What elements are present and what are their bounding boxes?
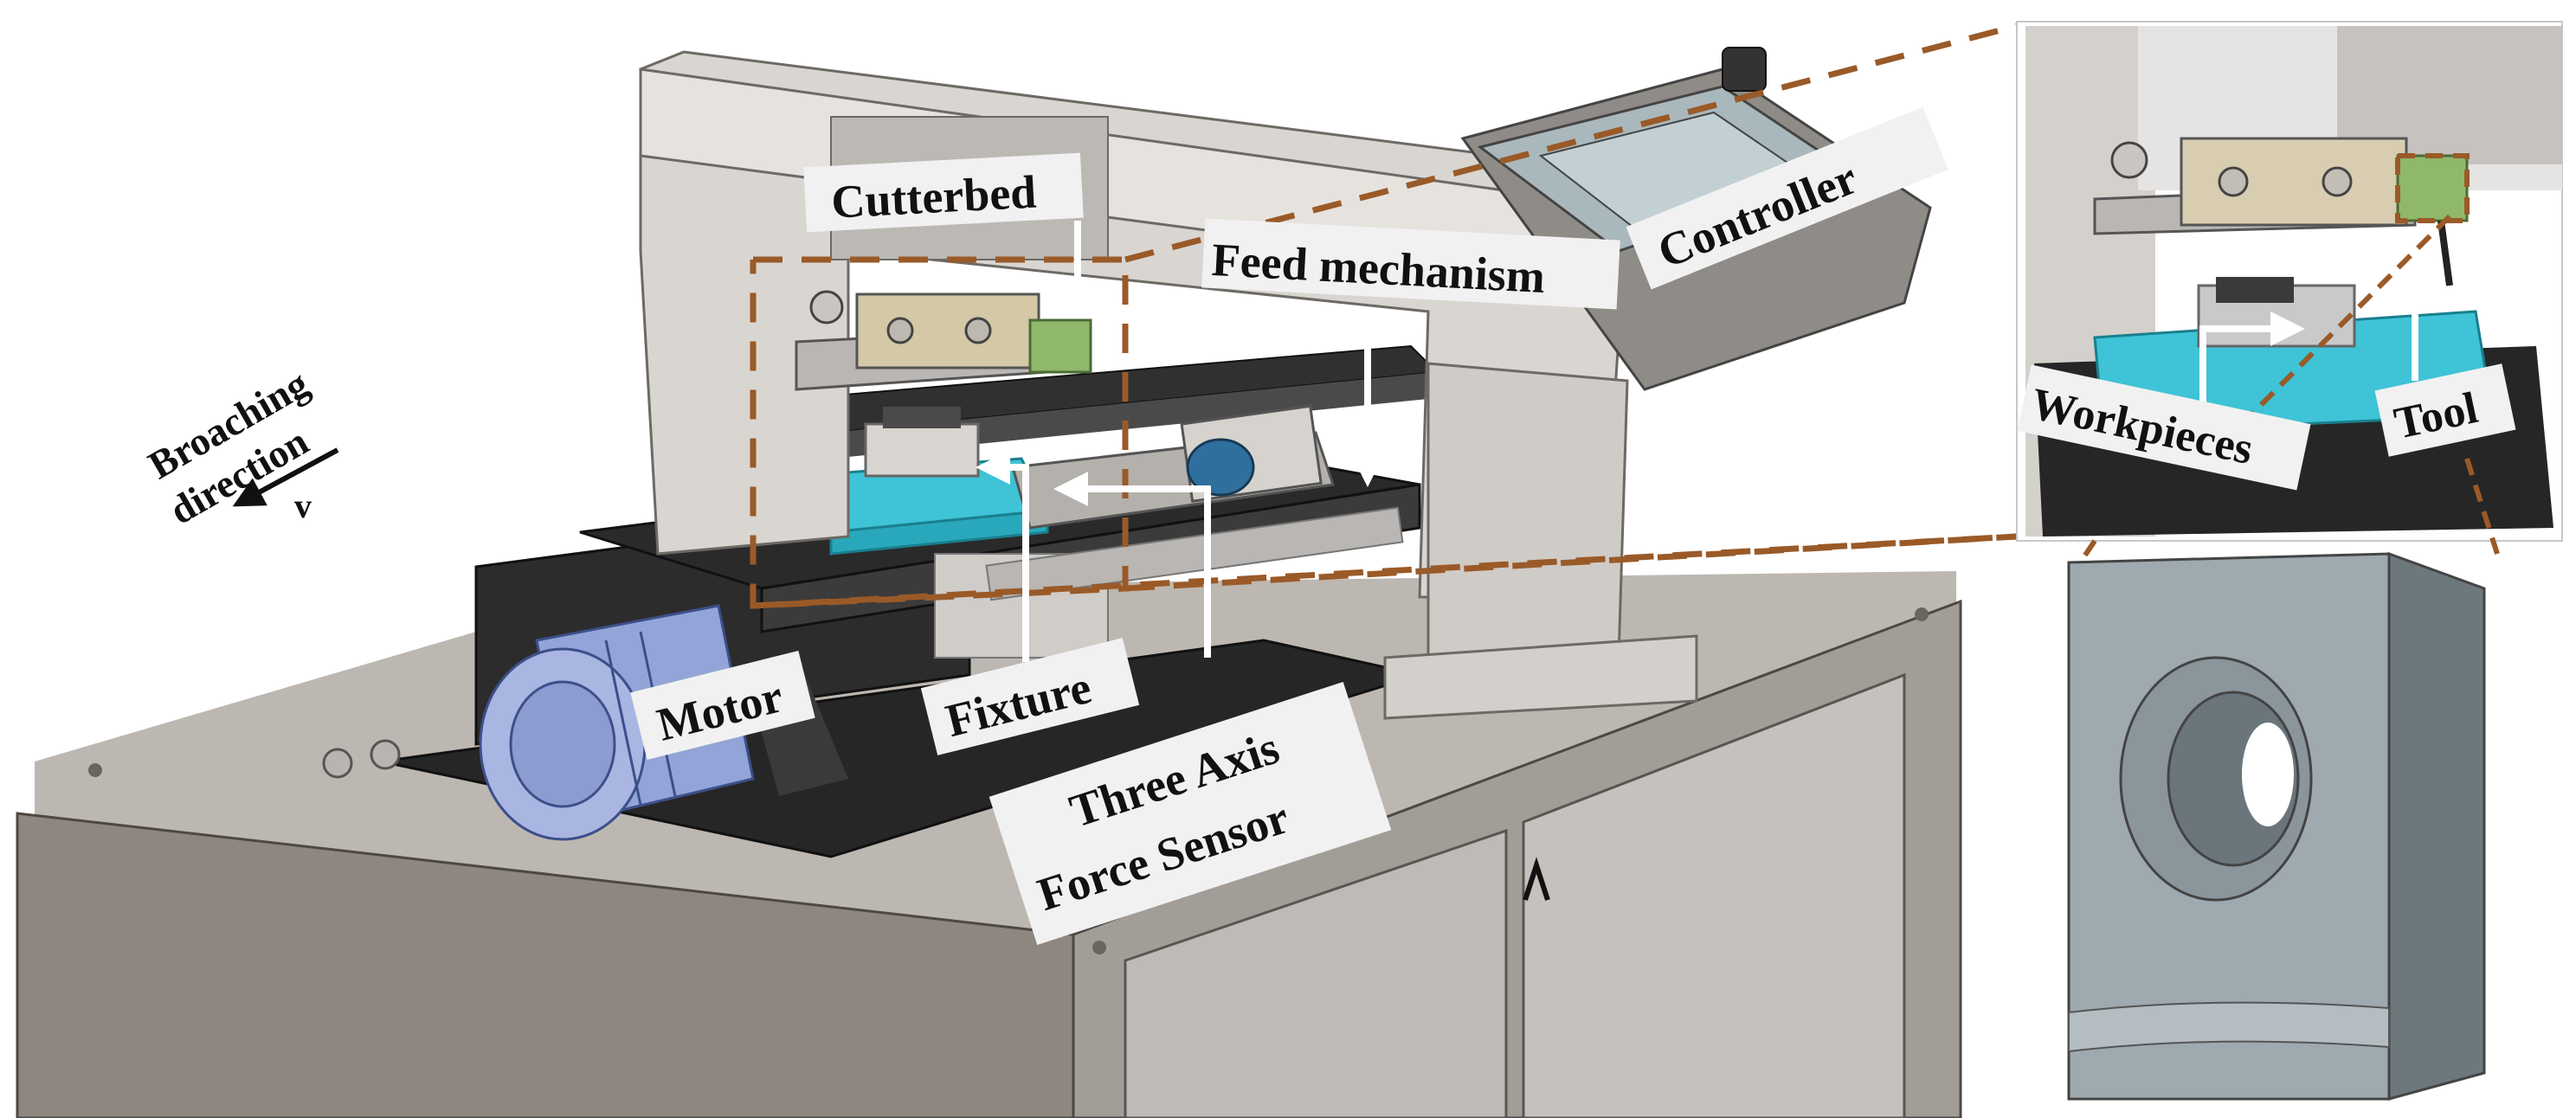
label-velocity: v	[294, 486, 312, 525]
broaching-arrow	[232, 447, 339, 507]
feed-mechanism-part	[1011, 404, 1335, 530]
workpiece-closeup	[2067, 551, 2486, 1101]
label-cutterbed: Cutterbed	[803, 152, 1084, 233]
inset-link-line-left	[2075, 539, 2097, 569]
label-force-sensor: Three Axis Force Sensor	[989, 681, 1392, 946]
label-motor: Motor	[630, 650, 815, 761]
inset-link-line-right	[2464, 458, 2500, 555]
callout-arrows	[976, 221, 2432, 662]
cutterbed-holder	[795, 290, 1092, 391]
label-tool: Tool	[2374, 363, 2516, 457]
label-broaching-direction: Broaching direction v	[141, 361, 339, 533]
label-feed-mechanism: Feed mechanism	[1201, 218, 1620, 310]
label-cutterbed-text: Cutterbed	[830, 165, 1038, 228]
zoom-callout-lines	[750, 22, 2018, 609]
